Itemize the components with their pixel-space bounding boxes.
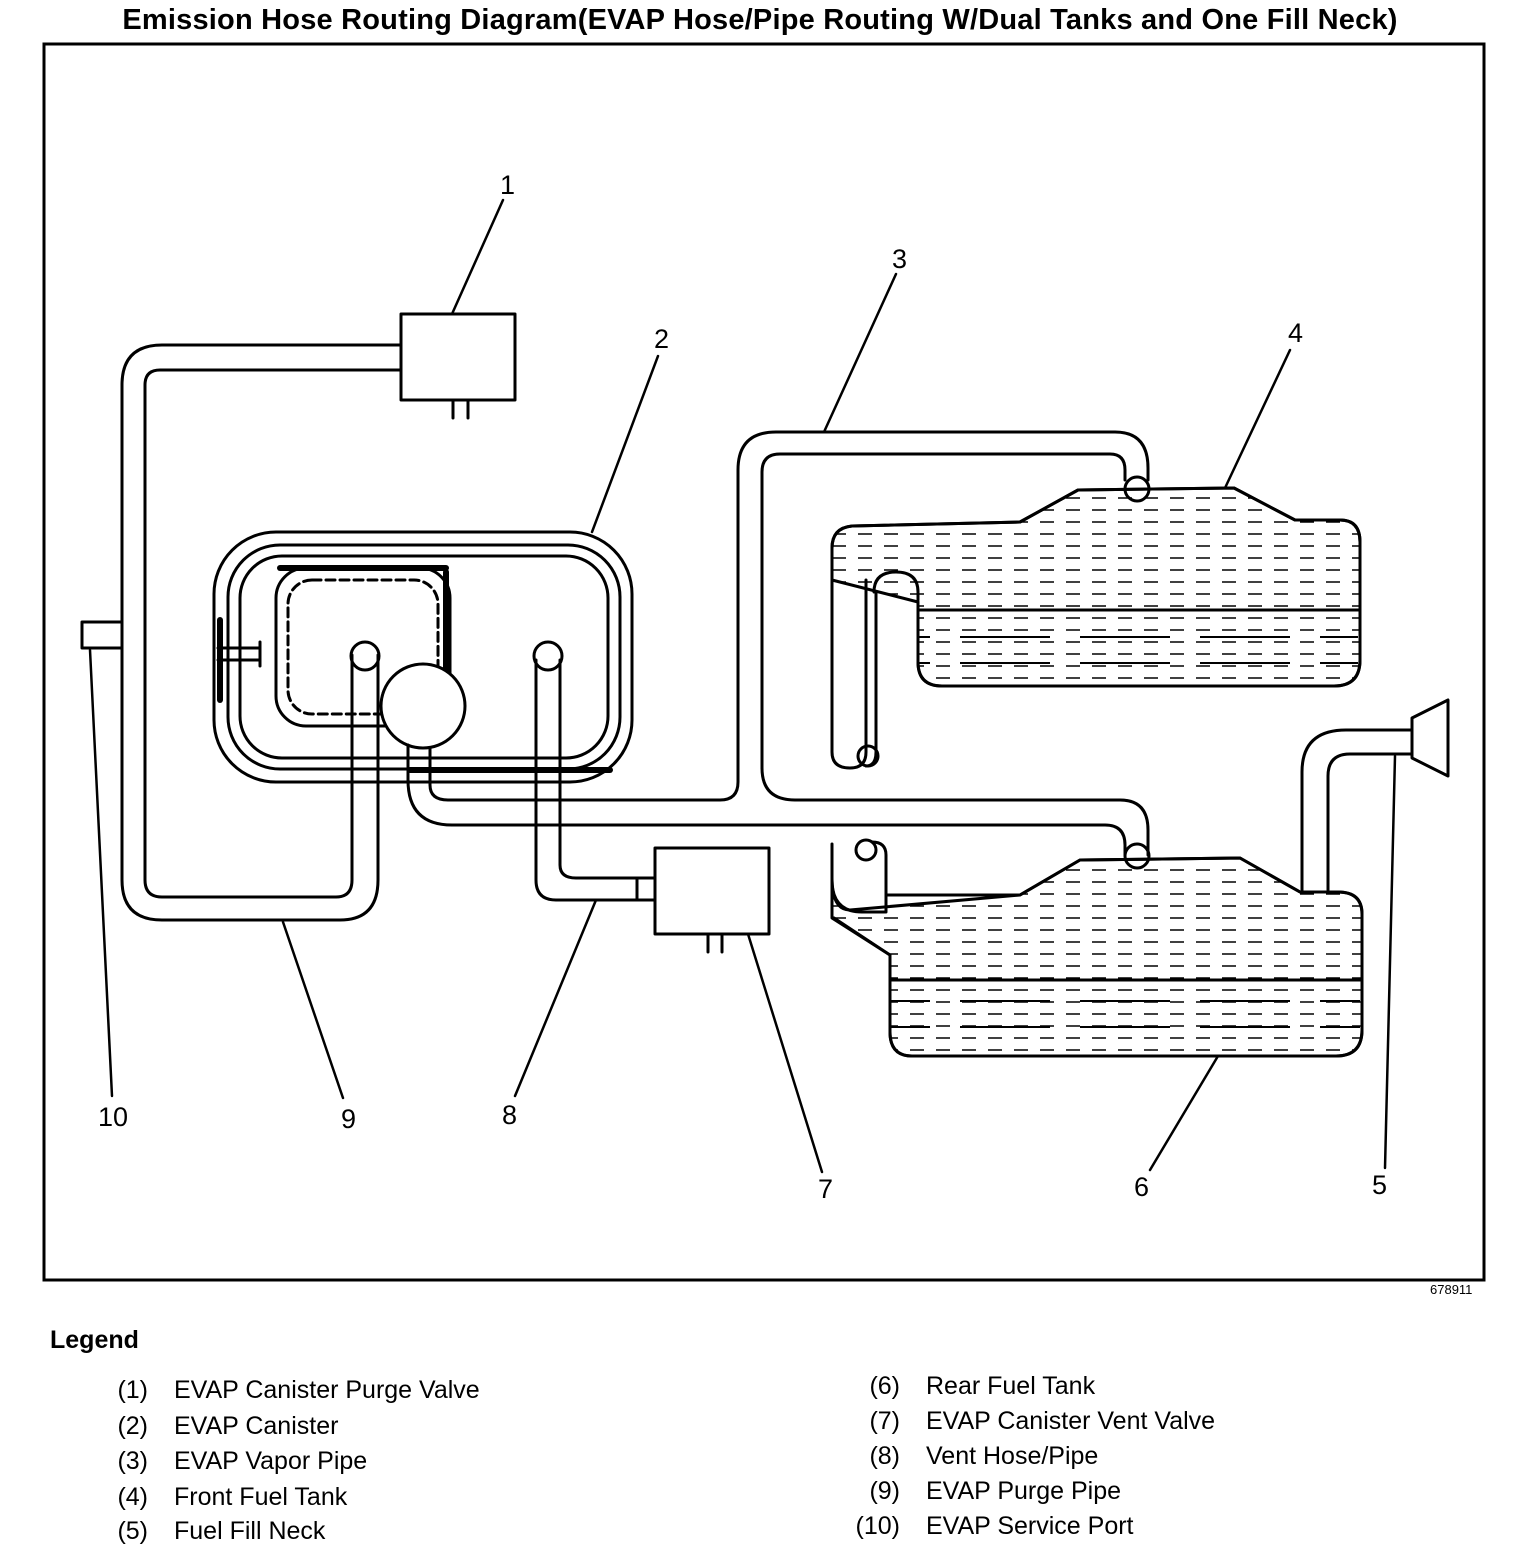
legend-num: (1) xyxy=(117,1376,148,1404)
legend-item: (7) EVAP Canister Vent Valve xyxy=(840,1407,1215,1436)
legend-item: (2) EVAP Canister xyxy=(88,1412,338,1441)
callout-5: 5 xyxy=(1372,1170,1387,1200)
legend-item: (3) EVAP Vapor Pipe xyxy=(88,1447,367,1476)
legend-num: (3) xyxy=(117,1447,148,1475)
fuel-fill-neck xyxy=(1300,698,1450,894)
legend-item: (1) EVAP Canister Purge Valve xyxy=(88,1376,480,1405)
callout-8: 8 xyxy=(502,1100,517,1130)
callout-3: 3 xyxy=(892,244,907,274)
legend-num: (5) xyxy=(117,1517,148,1545)
vent-hose-pipe xyxy=(532,640,639,902)
diagram-frame xyxy=(42,42,1486,1282)
evap-canister xyxy=(212,530,634,784)
legend-item: (9) EVAP Purge Pipe xyxy=(840,1477,1121,1506)
callout-1: 1 xyxy=(500,170,515,200)
callout-7: 7 xyxy=(818,1174,833,1204)
callout-4: 4 xyxy=(1288,318,1303,348)
callout-10: 10 xyxy=(98,1102,128,1132)
legend-text: EVAP Canister Purge Valve xyxy=(174,1376,480,1404)
vent-valve xyxy=(635,846,771,954)
legend-text: EVAP Service Port xyxy=(926,1512,1134,1540)
diagram-title: Emission Hose Routing Diagram(EVAP Hose/… xyxy=(122,4,1398,36)
front-fuel-tank xyxy=(830,486,1362,770)
legend-item: (4) Front Fuel Tank xyxy=(88,1483,347,1512)
legend-item: (6) Rear Fuel Tank xyxy=(840,1372,1095,1401)
legend-text: Fuel Fill Neck xyxy=(174,1517,326,1545)
callout-2: 2 xyxy=(654,324,669,354)
legend-text: EVAP Vapor Pipe xyxy=(174,1447,368,1475)
legend-title: Legend xyxy=(50,1326,139,1354)
callout-9: 9 xyxy=(341,1104,356,1134)
purge-valve xyxy=(399,312,517,420)
figure-id: 678911 xyxy=(1430,1282,1473,1297)
callout-6: 6 xyxy=(1134,1172,1149,1202)
legend-text: Vent Hose/Pipe xyxy=(926,1442,1099,1470)
service-port xyxy=(80,620,124,650)
legend-num: (4) xyxy=(117,1483,148,1511)
legend-num: (2) xyxy=(117,1412,148,1440)
legend-item: (5) Fuel Fill Neck xyxy=(88,1517,325,1546)
evap-routing-diagram: 1 2 3 4 5 6 7 8 9 10 xyxy=(42,42,1486,1282)
legend-num: (7) xyxy=(869,1407,900,1435)
legend-num: (9) xyxy=(869,1477,900,1505)
legend-num: (8) xyxy=(869,1442,900,1470)
legend-item: (8) Vent Hose/Pipe xyxy=(840,1442,1098,1471)
legend-text: Rear Fuel Tank xyxy=(926,1372,1096,1400)
rear-fuel-tank xyxy=(830,838,1364,1058)
legend-text: Front Fuel Tank xyxy=(174,1483,348,1511)
evap-purge-pipe xyxy=(120,343,403,922)
legend-text: EVAP Canister Vent Valve xyxy=(926,1407,1216,1435)
legend-text: EVAP Purge Pipe xyxy=(926,1477,1122,1505)
evap-vapor-pipe xyxy=(406,430,1151,870)
legend-num: (10) xyxy=(855,1512,900,1540)
legend-num: (6) xyxy=(869,1372,900,1400)
legend-text: EVAP Canister xyxy=(174,1412,339,1440)
leader-lines xyxy=(88,198,1397,1174)
legend-item: (10) EVAP Service Port xyxy=(840,1512,1134,1541)
